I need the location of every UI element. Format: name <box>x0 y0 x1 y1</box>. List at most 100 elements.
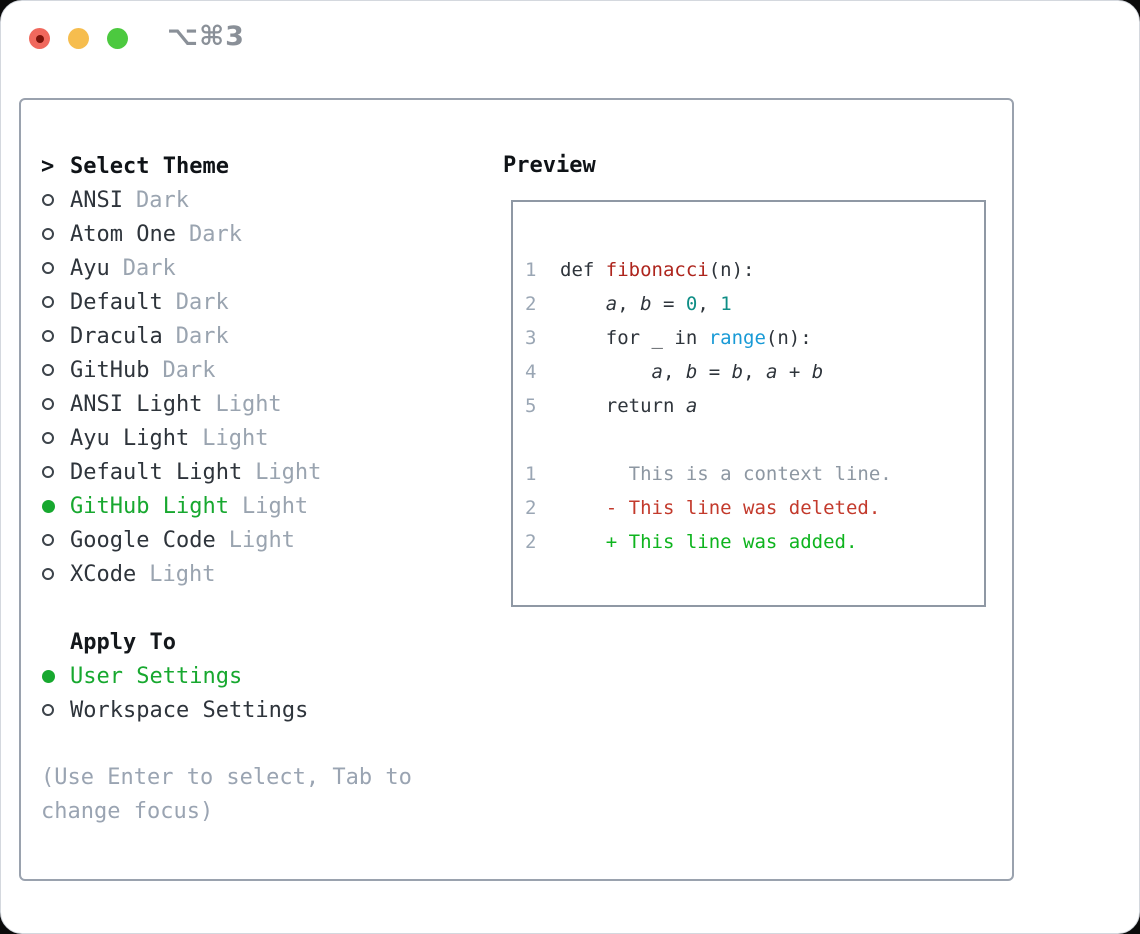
radio-dot <box>42 432 54 444</box>
code-token: , <box>743 361 766 383</box>
radio-dot <box>42 499 55 513</box>
theme-option[interactable]: Default Dark <box>21 285 491 319</box>
code-line: 4 a, b = b, a + b <box>525 355 984 389</box>
option-variant-tag: Light <box>149 561 216 587</box>
option-variant-tag: Light <box>228 527 295 553</box>
radio-dot <box>42 194 54 206</box>
theme-option[interactable]: ANSI Dark <box>21 183 491 217</box>
close-button[interactable] <box>29 28 50 49</box>
code-token: , <box>617 293 641 315</box>
option-label: User Settings <box>70 663 243 689</box>
option-label: Workspace Settings <box>70 697 309 723</box>
theme-list-title: Select Theme <box>70 153 229 179</box>
theme-option[interactable]: XCode Light <box>21 557 491 591</box>
line-number: 2 <box>525 293 537 315</box>
code-line <box>525 423 984 457</box>
line-number: 1 <box>525 259 537 281</box>
code-token: , <box>662 361 686 383</box>
preview-title: Preview <box>503 153 596 178</box>
titlebar: ⌥⌘3 <box>1 1 1139 73</box>
code-line: 2 + This line was added. <box>525 525 984 559</box>
code-token: a <box>685 395 698 417</box>
option-label: ANSI Light <box>70 391 203 417</box>
radio-dot <box>42 228 54 240</box>
spacer <box>21 727 491 761</box>
option-variant-tag: Light <box>241 493 309 519</box>
record-dot-icon <box>35 34 44 43</box>
zoom-button[interactable] <box>107 28 128 49</box>
option-label: Ayu Light <box>70 425 190 451</box>
radio-selected-icon <box>41 669 70 683</box>
radio-dot <box>42 534 54 546</box>
radio-icon <box>41 262 70 274</box>
radio-icon <box>41 466 70 478</box>
code-token: + This line was added. <box>560 531 858 553</box>
theme-option[interactable]: Google Code Light <box>21 523 491 557</box>
option-label: Default <box>70 289 163 315</box>
option-label: Google Code <box>70 527 216 553</box>
code-token <box>560 293 606 315</box>
option-label: Atom One <box>70 221 176 247</box>
radio-icon <box>41 296 70 308</box>
apply-to-option[interactable]: Workspace Settings <box>21 693 491 727</box>
code-token: - This line was deleted. <box>560 497 881 519</box>
theme-option[interactable]: Ayu Dark <box>21 251 491 285</box>
code-line: 2 a, b = 0, 1 <box>525 287 984 321</box>
code-line: 1 This is a context line. <box>525 457 984 491</box>
window-shortcut-label: ⌥⌘3 <box>167 21 245 52</box>
code-token: = <box>697 361 732 383</box>
code-token: b <box>731 361 744 383</box>
theme-list-header: > Select Theme <box>21 149 491 183</box>
option-variant-tag: Dark <box>122 255 176 281</box>
radio-selected-icon <box>41 499 70 513</box>
code-token: b <box>811 361 824 383</box>
code-token: a <box>765 361 778 383</box>
option-label: XCode <box>70 561 137 587</box>
radio-dot <box>42 568 54 580</box>
line-number: 2 <box>525 531 537 553</box>
code-token: a <box>605 293 618 315</box>
theme-option[interactable]: Ayu Light Light <box>21 421 491 455</box>
spacer <box>21 591 491 625</box>
line-number: 4 <box>525 361 537 383</box>
option-variant-tag: Dark <box>175 289 229 315</box>
option-label: Default Light <box>70 459 243 485</box>
apply-to-header: Apply To <box>21 625 491 659</box>
option-variant-tag: Dark <box>135 187 189 213</box>
radio-icon <box>41 534 70 546</box>
code-line: 3 for _ in range(n): <box>525 321 984 355</box>
radio-dot <box>42 669 55 683</box>
radio-icon <box>41 568 70 580</box>
option-variant-tag: Light <box>215 391 282 417</box>
option-label: Ayu <box>70 255 110 281</box>
line-number: 2 <box>525 497 537 519</box>
radio-icon <box>41 330 70 342</box>
code-token: for _ in <box>560 327 709 349</box>
radio-dot <box>42 330 54 342</box>
apply-to-option[interactable]: User Settings <box>21 659 491 693</box>
theme-option[interactable]: ANSI Light Light <box>21 387 491 421</box>
code-line: 5 return a <box>525 389 984 423</box>
code-token: b <box>685 361 698 383</box>
option-label: ANSI <box>70 187 123 213</box>
code-token: 0 <box>685 293 698 315</box>
code-token: (n): <box>708 259 755 281</box>
minimize-button[interactable] <box>68 28 89 49</box>
option-label: GitHub <box>70 357 150 383</box>
radio-icon <box>41 194 70 206</box>
radio-icon <box>41 398 70 410</box>
option-variant-tag: Dark <box>175 323 229 349</box>
radio-dot <box>42 466 54 478</box>
option-variant-tag: Light <box>202 425 269 451</box>
